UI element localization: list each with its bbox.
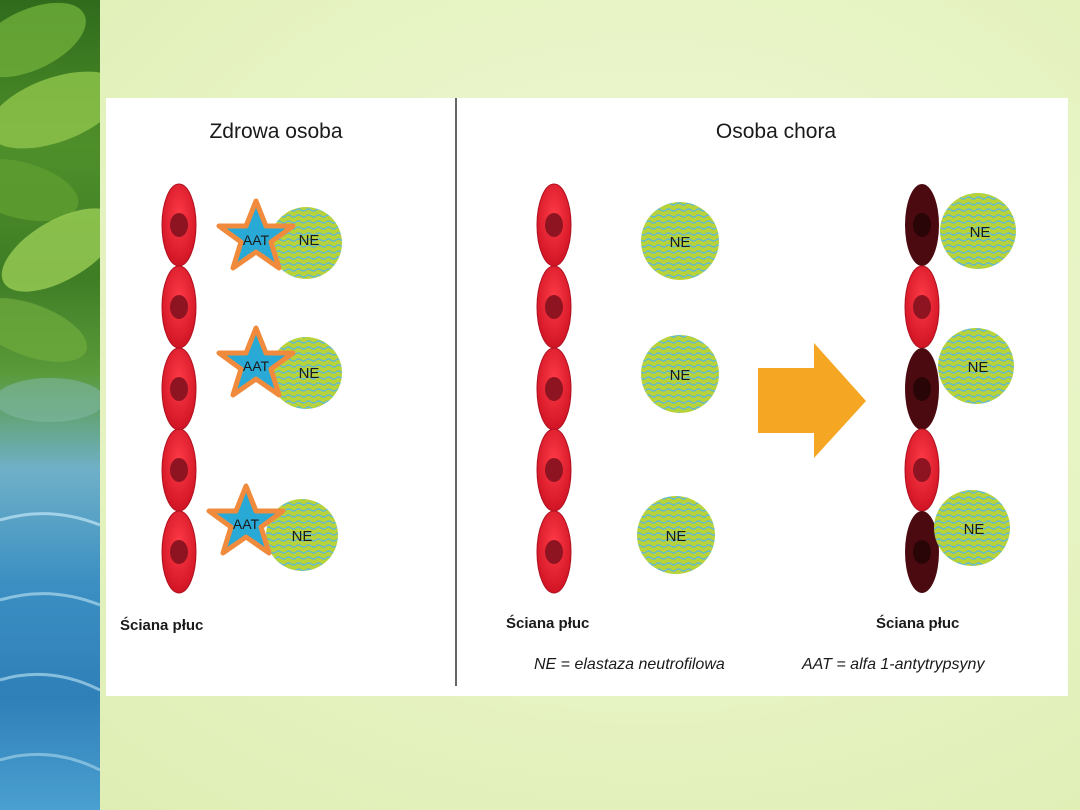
lung-cell — [536, 265, 572, 349]
lung-cell — [161, 265, 197, 349]
legend-aat-definition: AAT = alfa 1-antytrypsyny — [801, 656, 985, 673]
transition-arrow-icon — [758, 343, 866, 458]
sick-lung-wall-before — [536, 183, 572, 594]
legend-ne-definition: NE = elastaza neutrofilowa — [534, 656, 725, 673]
aat-label: AAT — [243, 232, 270, 248]
healthy-lung-wall — [161, 183, 197, 594]
ne-label: NE — [964, 521, 985, 538]
lung-cell — [161, 428, 197, 512]
aat-label: AAT — [243, 358, 270, 374]
ne-label: NE — [670, 367, 691, 384]
free-ne-1: NE — [641, 202, 719, 280]
lung-cell — [161, 183, 197, 267]
aat-ne-complex-2: AAT NE — [216, 325, 342, 409]
ne-label: NE — [968, 359, 989, 376]
aat-label: AAT — [233, 516, 260, 532]
aat-ne-complex-3: AAT NE — [206, 483, 338, 571]
free-ne-2: NE — [641, 335, 719, 413]
leaf-water-image — [0, 2, 100, 772]
diagram-panel: Zdrowa osoba Osoba chora AAT NE AAT NE — [106, 98, 1068, 696]
ne-label: NE — [292, 528, 313, 545]
ne-enzyme — [940, 193, 1016, 269]
ne-enzyme — [266, 499, 338, 571]
ne-label: NE — [666, 528, 687, 545]
damaged-lung-cell — [905, 511, 939, 593]
ne-label: NE — [299, 365, 320, 382]
damaged-lung-cell — [905, 348, 939, 430]
sick-wall-label-before: Ściana płuc — [506, 614, 589, 632]
aat-star — [216, 325, 296, 398]
lung-wall-diagram: Zdrowa osoba Osoba chora AAT NE AAT NE — [120, 98, 1016, 686]
ne-enzyme — [938, 328, 1014, 404]
ne-label: NE — [670, 234, 691, 251]
ne-label: NE — [299, 232, 320, 249]
sick-wall-label-after: Ściana płuc — [876, 614, 959, 632]
ne-enzyme — [641, 202, 719, 280]
ne-enzyme — [641, 335, 719, 413]
attacking-ne-1: NE — [940, 193, 1016, 269]
damaged-lung-cell — [905, 184, 939, 266]
sick-lung-wall-after — [904, 184, 940, 593]
sick-person-title: Osoba chora — [716, 120, 837, 143]
aat-ne-complex-1: AAT NE — [216, 198, 342, 279]
lung-cell — [536, 183, 572, 267]
ne-enzyme — [934, 490, 1010, 566]
lung-cell — [536, 347, 572, 431]
lung-cell — [904, 265, 940, 349]
lung-cell — [904, 428, 940, 512]
attacking-ne-2: NE — [938, 328, 1014, 404]
decorative-leaf-water-strip — [0, 0, 100, 810]
lung-cell — [536, 428, 572, 512]
ne-enzyme — [637, 496, 715, 574]
aat-star — [206, 483, 286, 556]
healthy-wall-label: Ściana płuc — [120, 616, 203, 634]
lung-cell — [536, 510, 572, 594]
free-ne-3: NE — [637, 496, 715, 574]
ne-label: NE — [970, 224, 991, 241]
healthy-person-title: Zdrowa osoba — [209, 120, 342, 143]
lung-cell — [161, 347, 197, 431]
lung-cell — [161, 510, 197, 594]
aat-star — [216, 198, 296, 271]
attacking-ne-3: NE — [934, 490, 1010, 566]
